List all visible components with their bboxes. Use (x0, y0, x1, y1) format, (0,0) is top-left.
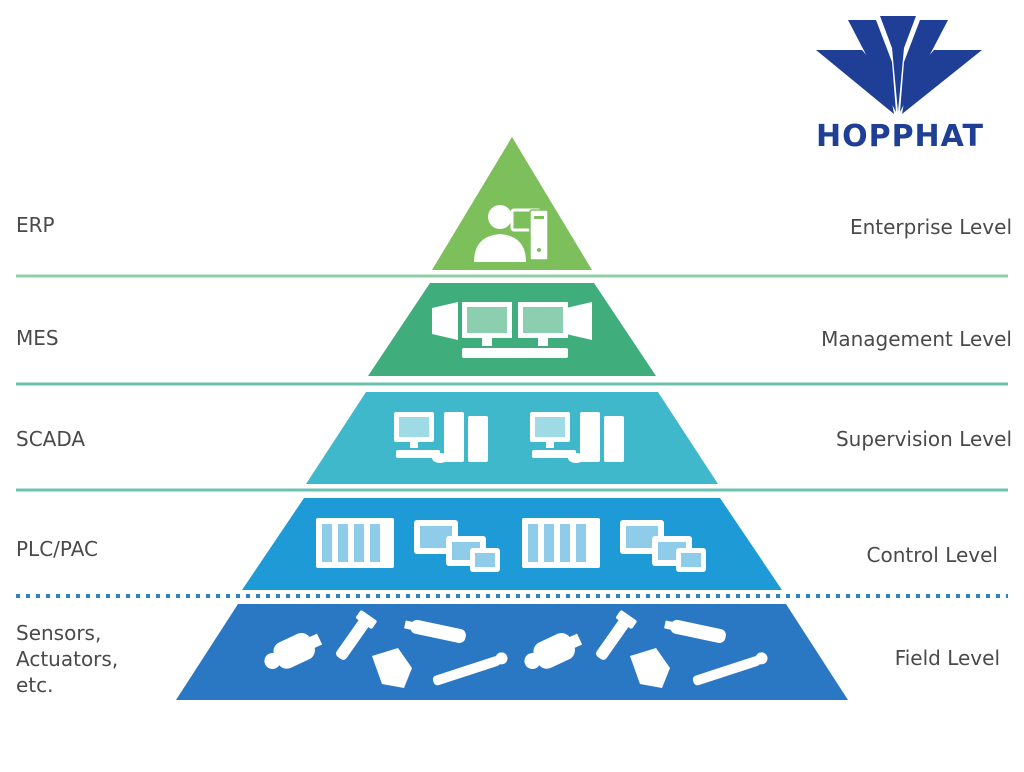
level-label-enterprise: Enterprise Level (849, 215, 1012, 239)
computer-server-icon-2 (530, 412, 624, 463)
computer-server-icon (394, 412, 488, 463)
level-label-field: Field Level (894, 646, 1000, 670)
tier-enterprise (432, 137, 592, 270)
sensor-actuator-icon (264, 610, 508, 688)
system-label-sensors-actuators: Sensors, Actuators, etc. (16, 621, 119, 697)
system-label-plc-pac: PLC/PAC (16, 537, 98, 561)
enterprise-user-computer-icon (474, 205, 549, 262)
plc-controller-icon (316, 518, 394, 568)
level-label-supervision: Supervision Level (835, 427, 1012, 451)
system-label-mes: MES (16, 326, 59, 350)
level-label-control: Control Level (866, 543, 998, 567)
tier-supervision (306, 392, 718, 484)
sensor-actuator-icon-2 (524, 610, 768, 688)
hmi-panel-icon (414, 520, 500, 572)
plc-controller-icon-2 (522, 518, 600, 568)
system-label-scada: SCADA (16, 427, 86, 451)
level-label-management: Management Level (821, 327, 1012, 351)
hmi-panel-icon-2 (620, 520, 706, 572)
hopphat-logo-mark (816, 16, 982, 114)
multi-monitor-workstation-icon (432, 302, 592, 358)
system-label-erp: ERP (16, 213, 55, 237)
brand-name: HOPPHAT (815, 119, 985, 154)
